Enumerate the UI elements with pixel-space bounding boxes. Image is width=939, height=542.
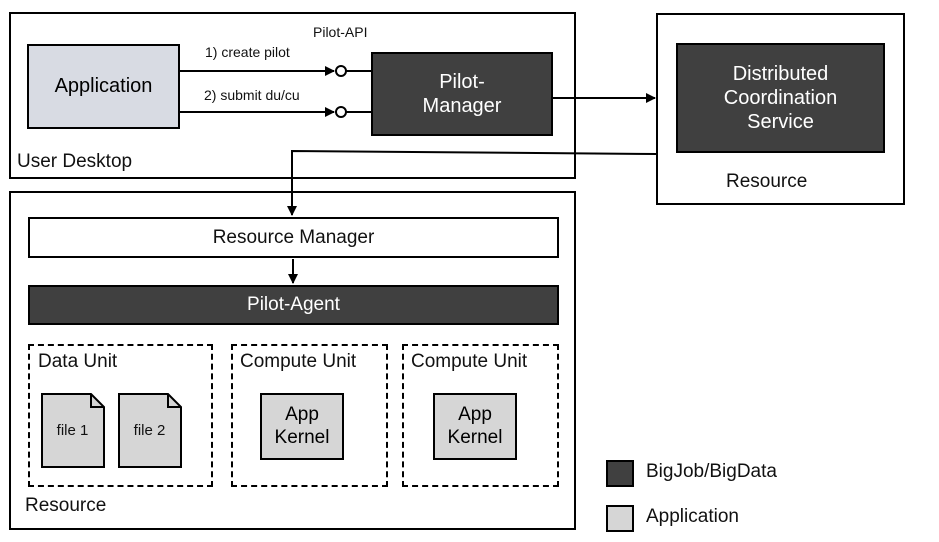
- resource-manager-label: Resource Manager: [212, 226, 375, 248]
- user-desktop-label: User Desktop: [17, 151, 133, 172]
- app-kernel-1-box: App Kernel: [260, 393, 344, 460]
- compute-unit-1-title: Compute Unit: [240, 351, 357, 372]
- resource-frame: [9, 191, 576, 530]
- coordination-service-box: Distributed Coordination Service: [676, 43, 885, 153]
- remote-resource-frame: [656, 13, 905, 205]
- data-unit-title: Data Unit: [38, 351, 118, 372]
- legend-swatch-bigjob: [606, 460, 634, 487]
- app-kernel-2-box: App Kernel: [433, 393, 517, 460]
- application-box: Application: [27, 44, 180, 129]
- file-2-label: file 2: [133, 422, 166, 439]
- app-kernel-2-label: App Kernel: [447, 403, 503, 448]
- remote-resource-label: Resource: [726, 171, 808, 192]
- resource-manager-box: Resource Manager: [28, 217, 559, 258]
- file-2-icon: [118, 393, 182, 468]
- pilot-manager-label: Pilot- Manager: [422, 71, 502, 117]
- submit-label: 2) submit du/cu: [204, 87, 300, 103]
- legend-swatch-application: [606, 505, 634, 532]
- legend-label-application: Application: [646, 506, 739, 527]
- pilot-agent-label: Pilot-Agent: [247, 294, 340, 315]
- app-kernel-1-label: App Kernel: [274, 403, 330, 448]
- file-1-icon: [41, 393, 105, 468]
- coordination-service-label: Distributed Coordination Service: [723, 63, 838, 133]
- application-label: Application: [54, 75, 153, 97]
- compute-unit-2-title: Compute Unit: [411, 351, 528, 372]
- service-to-resource-manager-arrow: [287, 149, 658, 216]
- pilot-api-label: Pilot-API: [313, 24, 368, 40]
- legend-label-bigjob: BigJob/BigData: [646, 461, 777, 482]
- file-1-label: file 1: [56, 422, 89, 439]
- pilot-agent-box: Pilot-Agent: [28, 285, 559, 325]
- create-pilot-label: 1) create pilot: [205, 44, 290, 60]
- pilot-manager-box: Pilot- Manager: [371, 52, 553, 136]
- user-desktop-frame: [9, 12, 576, 179]
- resource-label: Resource: [25, 495, 107, 516]
